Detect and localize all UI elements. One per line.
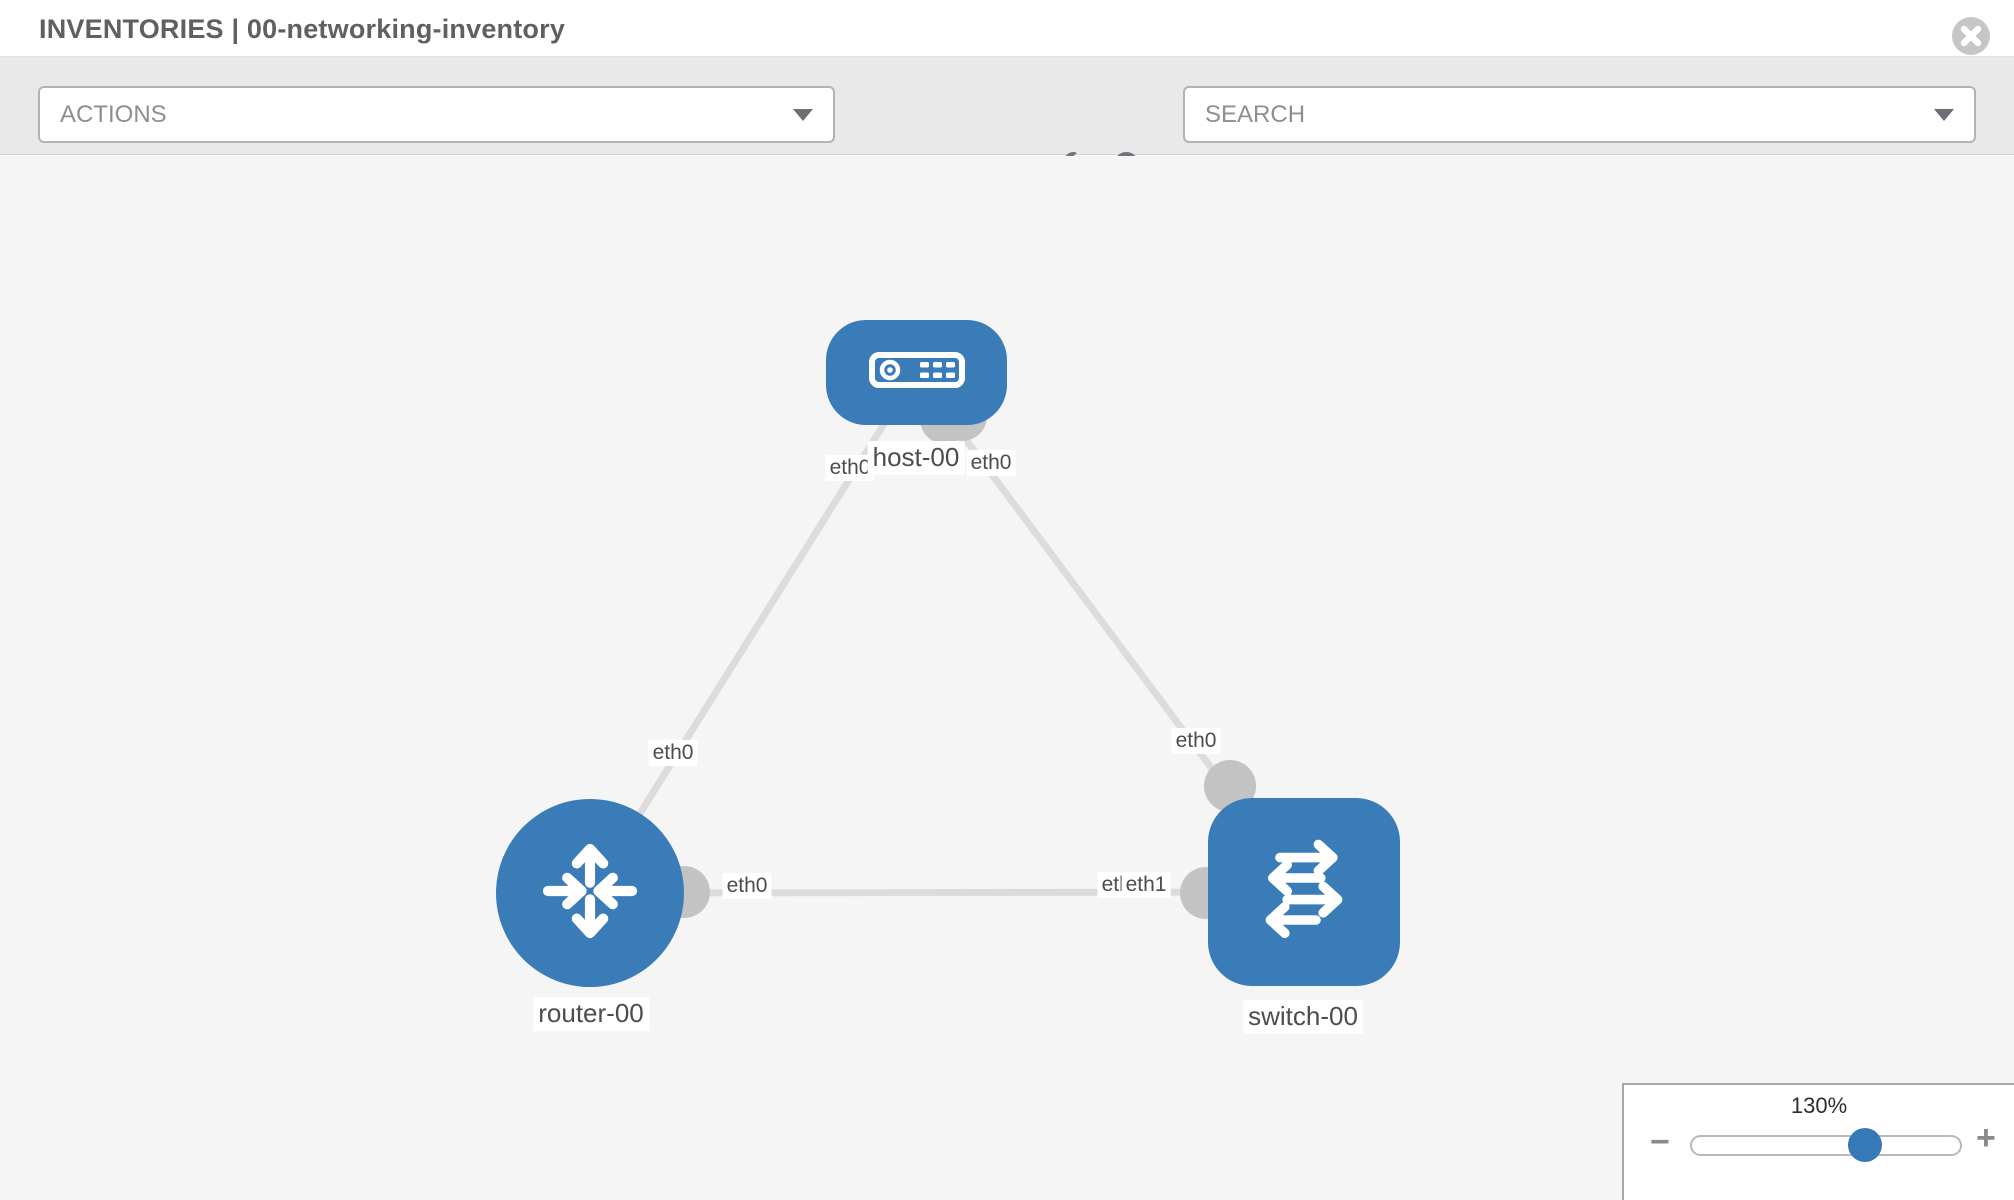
- interface-label: eth0: [1171, 727, 1221, 755]
- close-icon: [1952, 17, 1990, 59]
- interface-label: eth0: [966, 449, 1016, 477]
- actions-dropdown[interactable]: ACTIONS: [38, 86, 835, 143]
- close-button[interactable]: [1952, 17, 1990, 55]
- zoom-panel: 130% − +: [1622, 1083, 2014, 1200]
- zoom-slider-track[interactable]: [1690, 1128, 1962, 1162]
- topology-edges: [587, 370, 1307, 919]
- zoom-value: 130%: [1790, 1093, 1848, 1118]
- interface-label: eth0: [825, 454, 875, 482]
- node-label-host: host-00: [867, 441, 965, 475]
- header: INVENTORIES | 00-networking-inventory: [0, 0, 2014, 57]
- interface-label: eth0: [722, 872, 772, 900]
- router-icon: [530, 831, 650, 956]
- zoom-in-button[interactable]: +: [1976, 1119, 1996, 1157]
- actions-dropdown-label: ACTIONS: [60, 100, 167, 128]
- interface-label: eth1: [1121, 871, 1171, 899]
- topology-canvas[interactable]: eth0 eth0 host-00 eth0 eth0 eth0 eth0 et…: [0, 156, 2014, 1200]
- node-switch-00[interactable]: [1208, 798, 1400, 986]
- chevron-down-icon: [1934, 108, 1954, 121]
- node-label-switch: switch-00: [1243, 1000, 1363, 1034]
- interface-label: eth0: [648, 739, 698, 767]
- chevron-down-icon: [793, 108, 813, 121]
- search-dropdown-label: SEARCH: [1205, 100, 1306, 128]
- node-label-router: router-00: [533, 997, 649, 1031]
- search-dropdown[interactable]: SEARCH: [1183, 86, 1976, 143]
- zoom-slider-thumb[interactable]: [1848, 1128, 1882, 1162]
- toolbar: ACTIONS SEARCH: [0, 57, 2014, 188]
- node-host-00[interactable]: [826, 320, 1007, 425]
- host-icon: [868, 351, 966, 394]
- zoom-out-button[interactable]: −: [1650, 1123, 1670, 1161]
- switch-icon: [1242, 830, 1366, 955]
- page-title: INVENTORIES | 00-networking-inventory: [39, 14, 566, 44]
- node-router-00[interactable]: [496, 799, 684, 987]
